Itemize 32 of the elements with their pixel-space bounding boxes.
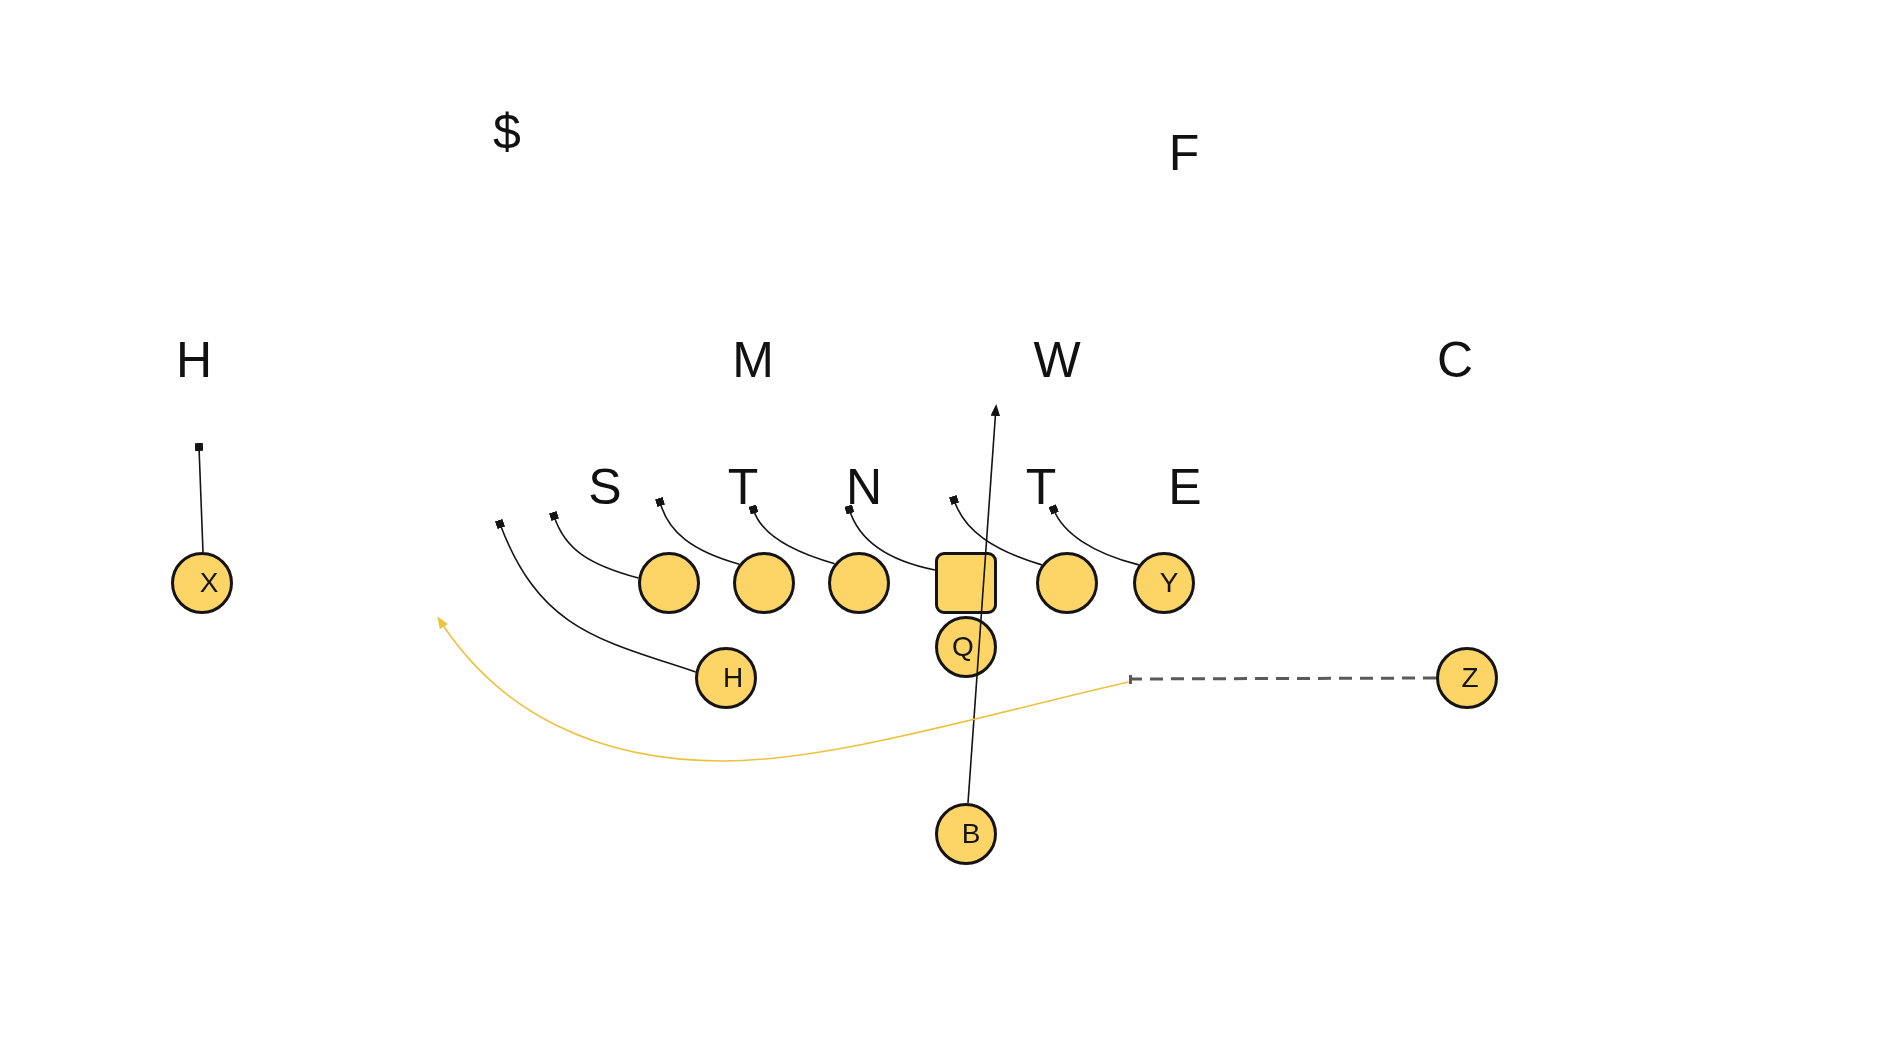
defender-letter: N	[845, 464, 883, 510]
block-line	[494, 518, 697, 673]
defender-letter: S	[588, 464, 622, 510]
dashed-motion-line	[1131, 676, 1436, 681]
defender-letter: T	[1025, 464, 1057, 510]
defender-letter: F	[1168, 130, 1200, 176]
defender-letter: W	[1033, 337, 1081, 383]
defender-letter: C	[1436, 337, 1474, 383]
block-line	[844, 504, 936, 571]
player-square	[935, 552, 997, 614]
block-line	[948, 494, 1043, 566]
player-circle: H	[695, 647, 757, 709]
player-circle	[828, 552, 890, 614]
defender-letter: T	[727, 464, 759, 510]
motion-end-tick	[1128, 674, 1132, 684]
player-circle	[1036, 552, 1098, 614]
player-circle: X	[171, 552, 233, 614]
block-line	[194, 442, 204, 553]
defender-letter: H	[175, 337, 213, 383]
route-arrow	[967, 404, 1001, 804]
block-line	[548, 510, 640, 579]
player-circle: Q	[935, 616, 997, 678]
route-arrow	[437, 616, 1130, 762]
block-line	[1048, 504, 1140, 566]
defender-letter: M	[732, 337, 774, 383]
block-line	[748, 504, 836, 565]
player-circle: Y	[1133, 552, 1195, 614]
block-line	[654, 496, 741, 566]
defender-letter: $	[493, 109, 521, 155]
player-circle: Z	[1436, 647, 1498, 709]
defender-letter: E	[1168, 464, 1202, 510]
player-circle: B	[935, 803, 997, 865]
